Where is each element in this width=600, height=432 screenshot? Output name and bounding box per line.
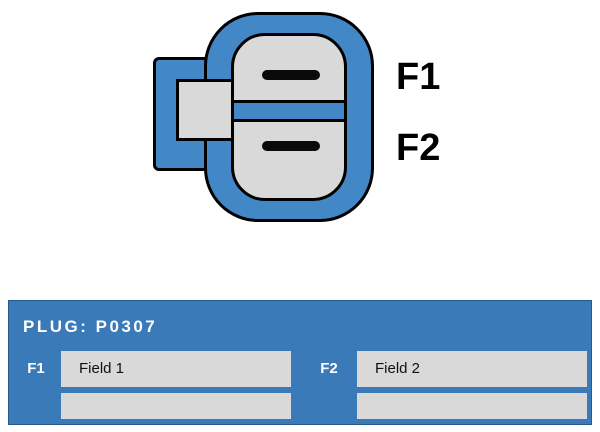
empty-cell-1 xyxy=(61,393,291,419)
terminal-label-f1: F1 xyxy=(396,56,441,98)
terminal-label-f2: F2 xyxy=(396,127,441,169)
column-gap xyxy=(291,351,301,387)
terminal-code-cell-f2: F2 xyxy=(320,360,338,377)
field-cell-2: Field 2 xyxy=(357,351,587,387)
table-row xyxy=(11,393,587,419)
terminal-slot-f1 xyxy=(262,70,320,80)
empty-cell-2 xyxy=(357,393,587,419)
plug-table-rows: F1 Field 1 F2 Field 2 xyxy=(9,351,591,419)
connector-keyway xyxy=(176,79,236,141)
connector-face xyxy=(231,33,347,201)
plug-diagram: F1 F2 xyxy=(153,12,441,222)
terminal-slot-f2 xyxy=(262,141,320,151)
plug-table: PLUG: P0307 F1 Field 1 F2 Field 2 xyxy=(8,300,592,425)
terminal-code-cell-f1: F1 xyxy=(27,360,45,377)
plug-table-title: PLUG: P0307 xyxy=(23,317,158,336)
table-row: F1 Field 1 F2 Field 2 xyxy=(11,351,587,387)
connector-divider-band xyxy=(234,100,344,122)
field-cell-1: Field 1 xyxy=(61,351,291,387)
